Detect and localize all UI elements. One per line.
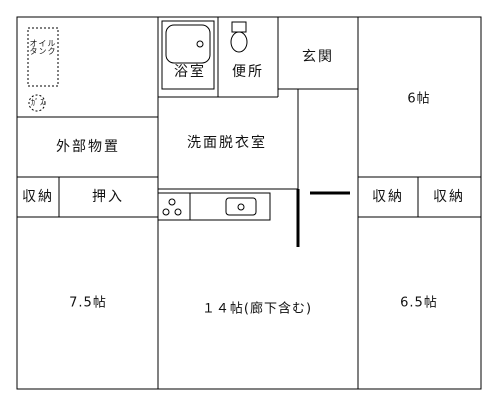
oil-tank-label: オイル タンク [29,39,57,56]
kitchen-sink [225,197,257,216]
room-6-label: 6帖 [407,91,431,107]
gas-label: ｶﾞｽ [31,98,45,107]
room-6-5-label: 6.5帖 [400,295,438,311]
storage-right1-label: 収納 [372,189,404,205]
room-14-label: １４帖(廊下含む) [201,301,313,317]
stove-burner [168,198,176,206]
stove-burner [162,208,170,216]
bath-drain [196,40,204,48]
closet-label: 押入 [92,189,124,205]
bath-area [161,20,215,90]
washroom-label: 洗面脱衣室 [187,135,267,151]
toilet-tank-icon [231,21,247,33]
toilet-bowl-icon [230,31,248,53]
outdoor-storage-label: 外部物置 [56,139,120,155]
kitchen-counter [157,192,271,221]
sink-drain [237,203,245,211]
toilet-label: 便所 [232,64,264,80]
storage-left-label: 収納 [22,189,54,205]
bath-label: 浴室 [174,64,206,80]
oil-tank-outline [27,27,59,87]
gas-meter-outline [28,94,46,112]
entrance-label: 玄関 [302,49,334,65]
outer-wall [16,16,482,390]
room-7-5-label: 7.5帖 [69,295,107,311]
bathtub-icon [165,24,211,64]
storage-right2-label: 収納 [433,189,465,205]
stove-burner [174,208,182,216]
